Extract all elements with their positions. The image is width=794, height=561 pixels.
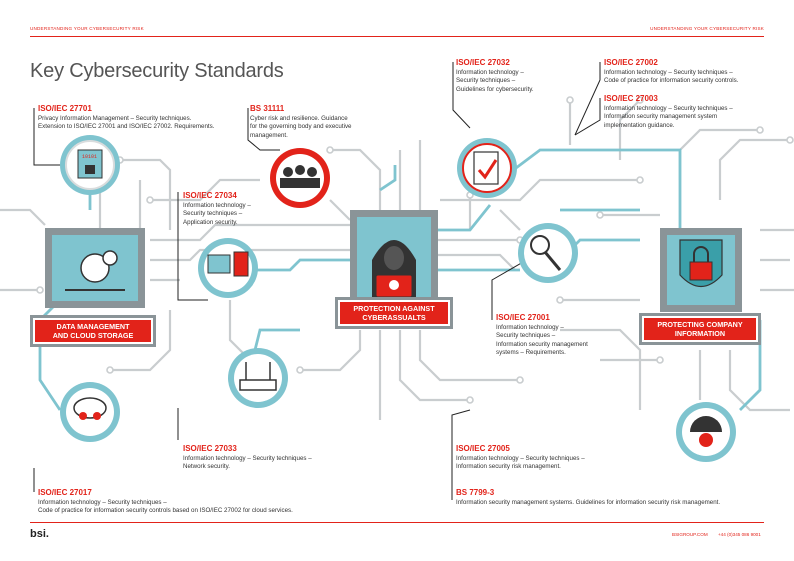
protection-label: PROTECTION AGAINST CYBERASSUALTS [335,297,453,329]
standard-code: ISO/IEC 27017 [38,488,92,497]
standard-desc: Information technology – Security techni… [456,69,534,93]
standard-desc: Privacy Information Management – Securit… [38,115,215,131]
app-security-icon [198,238,258,298]
router-icon [228,348,288,408]
standard-desc: Information security management systems.… [456,499,721,506]
protection-hub-box [350,210,438,310]
footer-url-link[interactable]: BSIGROUP.COM [672,532,708,537]
standard-desc: Information technology – Security techni… [604,69,739,85]
standard-iso27001: ISO/IEC 27001 Information technology – S… [496,313,588,358]
standard-bs7799-3: BS 7799-3 Information security managemen… [456,488,720,507]
standard-bs31111: BS 31111 Cyber risk and resilience. Guid… [250,104,351,140]
standard-iso27032: ISO/IEC 27032 Information technology – S… [456,58,534,94]
standard-iso27003: ISO/IEC 27003 Information technology – S… [604,94,733,130]
standard-code: ISO/IEC 27032 [456,58,510,67]
standard-code: ISO/IEC 27002 [604,58,658,67]
header-divider [30,36,764,37]
standard-iso27005: ISO/IEC 27005 Information technology – S… [456,444,585,472]
standard-iso27034: ISO/IEC 27034 Information technology – S… [183,191,251,227]
umbrella-icon [676,402,736,462]
header-left: UNDERSTANDING YOUR CYBERSECURITY RISK [30,26,144,31]
standard-desc: Information technology – Security techni… [183,202,251,226]
standard-desc: Information technology – Security techni… [456,455,585,471]
standard-iso27033: ISO/IEC 27033 Information technology – S… [183,444,312,472]
standard-iso27017: ISO/IEC 27017 Information technology – S… [38,488,293,516]
header-right: UNDERSTANDING YOUR CYBERSECURITY RISK [650,26,764,31]
board-icon [270,148,330,208]
standard-desc: Cyber risk and resilience. Guidance for … [250,115,352,139]
camera-icon [518,223,578,283]
company-hub-box [660,228,742,312]
cloud-glasses-icon [60,382,120,442]
standard-desc: Information technology – Security techni… [183,455,312,471]
standard-code: ISO/IEC 27034 [183,191,237,200]
standard-code: ISO/IEC 27701 [38,104,92,113]
standard-desc: Information technology – Security techni… [496,324,588,357]
page-title: Key Cybersecurity Standards [30,60,284,82]
standard-code: ISO/IEC 27005 [456,444,510,453]
footer-phone: +44 (0)345 086 9001 [718,532,761,537]
standard-desc: Information technology – Security techni… [38,499,293,515]
bsi-logo: bsi. [30,528,49,540]
standard-code: BS 31111 [250,104,285,113]
privacy-icon: 10101 [60,135,120,195]
standard-iso27002: ISO/IEC 27002 Information technology – S… [604,58,738,86]
data-management-label: DATA MANAGEMENT AND CLOUD STORAGE [30,315,156,347]
standard-desc: Information technology – Security techni… [604,105,733,129]
standard-code: ISO/IEC 27003 [604,94,658,103]
company-info-label: PROTECTING COMPANY INFORMATION [639,313,761,345]
svg-text:10101: 10101 [82,154,97,160]
standard-code: ISO/IEC 27001 [496,313,550,322]
standard-iso27701: ISO/IEC 27701 Privacy Information Manage… [38,104,214,132]
footer-divider [30,522,764,523]
standard-code: BS 7799-3 [456,488,495,497]
data-hub-box [45,228,145,308]
standard-code: ISO/IEC 27033 [183,444,237,453]
checklist-icon [457,138,517,198]
